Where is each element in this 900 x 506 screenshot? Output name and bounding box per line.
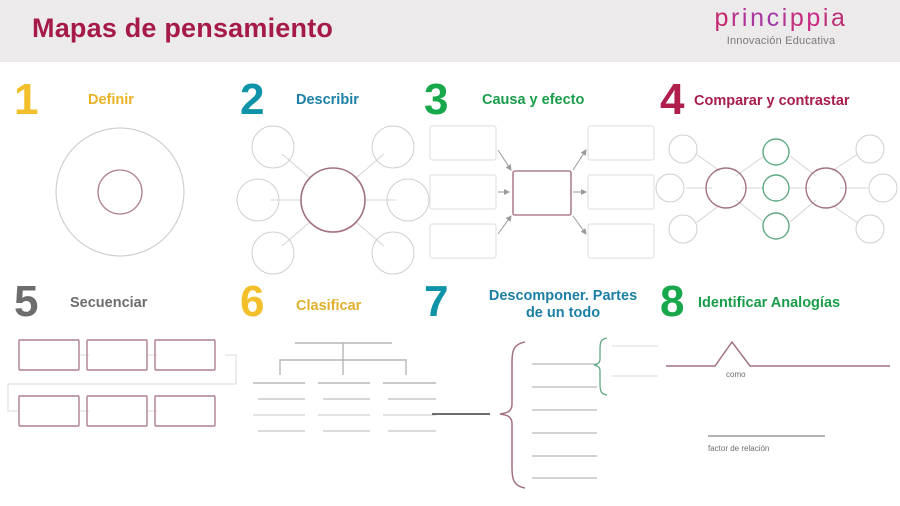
cell-number-1: 1 (14, 75, 39, 124)
bridge-map-diagram (660, 338, 896, 478)
cell-label-5: Secuenciar (70, 295, 148, 311)
circle-map-diagram (14, 120, 228, 265)
multi-flow-effect-boxes (587, 125, 655, 259)
cell-number-8: 8 (660, 277, 685, 326)
cell-label-7: Descomponer. Partes de un todo (466, 288, 660, 321)
map-cell-8: 8 Identificar Analogías como factor de r… (660, 280, 896, 500)
double-bubble-map-diagram (655, 126, 898, 261)
bridge-map-relation-word: como (726, 370, 746, 379)
cell-label-3: Causa y efecto (482, 92, 585, 108)
cell-label-1: Definir (88, 92, 134, 108)
brace-map-diagram (424, 332, 660, 497)
cell-number-3: 3 (424, 75, 449, 124)
cell-number-6: 6 (240, 277, 265, 326)
tree-map-column-1 (253, 382, 305, 432)
brace-map-sub-brace (593, 337, 608, 396)
logo-letter: p (714, 4, 731, 32)
map-cell-3: 3 Causa y efecto (424, 78, 660, 268)
double-bubble-left-center (705, 167, 747, 209)
logo-wordmark: princippia (676, 6, 886, 31)
double-bubble-right-center (805, 167, 847, 209)
double-bubble-outer-circles (655, 134, 898, 244)
logo-tagline: Innovación Educativa (726, 35, 836, 47)
multi-flow-cause-boxes (429, 125, 497, 259)
tree-map-branches (279, 342, 407, 375)
cell-label-8: Identificar Analogías (698, 295, 841, 311)
bridge-map-relation-factor: factor de relación (708, 444, 770, 453)
map-cell-4: 4 Comparar y contrastar (655, 75, 898, 268)
flow-map-diagram (7, 332, 237, 452)
header-bar: Mapas de pensamiento princippia Innovaci… (0, 0, 900, 62)
map-cell-2: 2 Describir (236, 75, 440, 275)
bridge-map-bridge-line (666, 340, 890, 367)
multi-flow-center-box (512, 170, 572, 216)
bubble-map-satellites (236, 125, 430, 275)
double-bubble-connectors (686, 153, 868, 224)
flow-map-boxes (18, 339, 216, 427)
brace-map-sub-lines (612, 345, 658, 377)
logo-letter: p (806, 4, 823, 32)
map-cell-5: 5 Secuenciar (7, 277, 237, 480)
cell-label-4: Comparar y contrastar (694, 93, 850, 109)
map-cell-6: 6 Clasificar (240, 280, 440, 480)
cell-number-4: 4 (660, 75, 685, 124)
logo-letter: i (781, 4, 790, 32)
circle-map-inner-circle (97, 169, 143, 215)
logo-letter: c (766, 4, 782, 32)
tree-map-column-3 (383, 382, 436, 432)
logo-letter: a (831, 4, 848, 32)
bubble-map-center-circle (300, 167, 366, 233)
bubble-map-connectors (270, 153, 396, 247)
logo-letter: p (789, 4, 807, 32)
page-title: Mapas de pensamiento (32, 13, 334, 43)
circle-map-outer-circle (55, 127, 185, 257)
tree-map-column-2 (318, 382, 370, 432)
brace-map-part-lines (532, 363, 597, 479)
brand-logo: princippia Innovación Educativa (676, 6, 886, 48)
logo-letter: i (741, 4, 751, 32)
cell-number-7: 7 (424, 277, 449, 326)
cell-label-7-line1: Descomponer. Partes (488, 288, 638, 304)
cell-number-5: 5 (14, 277, 39, 326)
flow-map-connectors (7, 354, 237, 412)
multi-flow-map-diagram (424, 118, 660, 268)
cell-number-2: 2 (240, 75, 265, 124)
tree-map-diagram (240, 338, 440, 448)
logo-letter: n (750, 4, 767, 32)
brace-map-main-brace (499, 341, 526, 489)
cell-label-6: Clasificar (296, 298, 362, 314)
multi-flow-arrows (497, 149, 587, 235)
cell-label-7-line2: de un todo (525, 304, 601, 321)
bubble-map-diagram (236, 120, 440, 275)
logo-letter: i (822, 4, 832, 32)
logo-letter: r (730, 4, 742, 32)
cell-label-2: Describir (296, 92, 359, 108)
map-cell-7: 7 Descomponer. Partes de un todo (424, 280, 660, 500)
double-bubble-shared-circles (762, 138, 790, 240)
map-cell-1: 1 Definir (14, 78, 228, 268)
